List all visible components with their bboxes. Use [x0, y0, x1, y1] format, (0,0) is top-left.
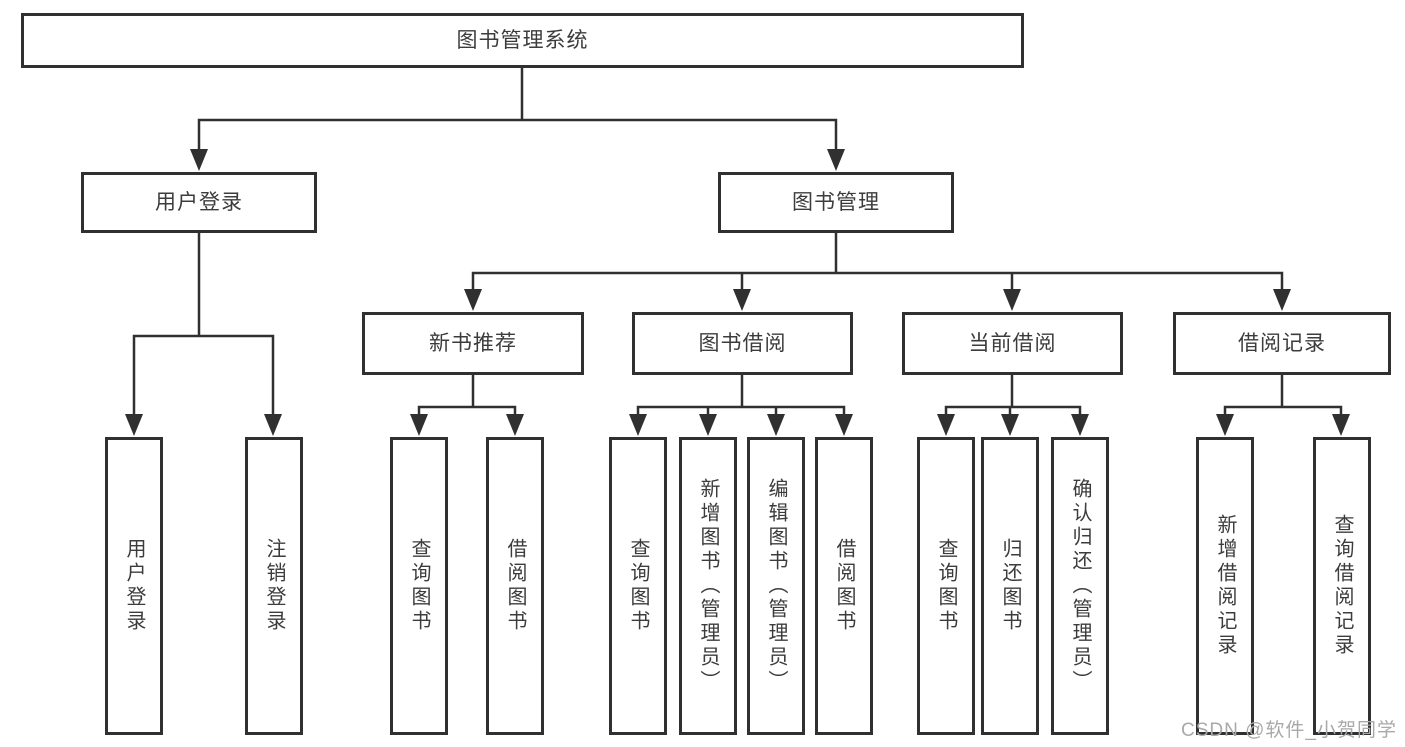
node-borrowing-records: 借阅记录	[1173, 312, 1391, 375]
leaf-query-books-current: 查询图书	[917, 437, 975, 735]
node-book-management: 图书管理	[718, 172, 954, 233]
leaf-query-borrow-record: 查询借阅记录	[1313, 437, 1371, 735]
node-user-login: 用户登录	[81, 172, 317, 233]
leaf-query-books-recommend: 查询图书	[390, 437, 448, 735]
leaf-user-login: 用户登录	[105, 437, 163, 735]
leaf-query-books-borrowing: 查询图书	[609, 437, 667, 735]
leaf-borrow-books-recommend: 借阅图书	[486, 437, 544, 735]
leaf-add-borrow-record: 新增借阅记录	[1196, 437, 1254, 735]
leaf-logout: 注销登录	[245, 437, 303, 735]
leaf-add-book-admin: 新增图书（管理员）	[679, 437, 737, 735]
node-library-management-system: 图书管理系统	[21, 13, 1024, 68]
node-book-borrowing: 图书借阅	[632, 312, 853, 375]
leaf-confirm-return-admin: 确认归还（管理员）	[1051, 437, 1109, 735]
leaf-return-books: 归还图书	[981, 437, 1039, 735]
arrowheads	[125, 149, 1350, 436]
node-current-borrowing: 当前借阅	[902, 312, 1123, 375]
leaf-edit-book-admin: 编辑图书（管理员）	[747, 437, 805, 735]
node-new-book-recommendation: 新书推荐	[362, 312, 584, 375]
watermark: CSDN @软件_小贺同学	[1181, 720, 1397, 741]
connector-paths	[132, 66, 1343, 416]
leaf-borrow-books-borrowing: 借阅图书	[815, 437, 873, 735]
